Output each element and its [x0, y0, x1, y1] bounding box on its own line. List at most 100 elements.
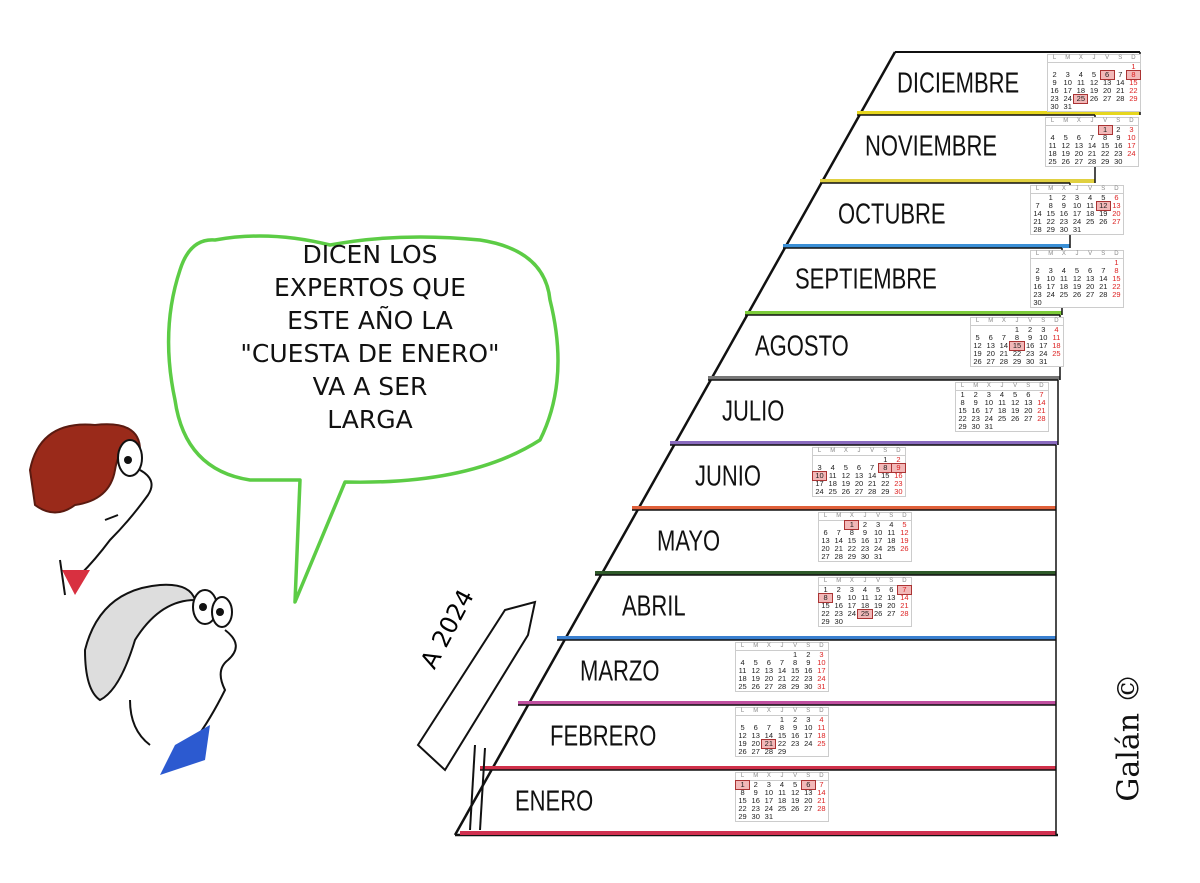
- calendar-day: 24: [764, 804, 774, 813]
- calendar-day: 22: [1012, 349, 1022, 358]
- calendar-day: 7: [836, 528, 841, 537]
- calendar-day: 9: [1035, 274, 1040, 283]
- calendar-day: 1: [793, 650, 798, 659]
- weekday-header: L: [975, 318, 980, 324]
- calendar-day: 3: [1074, 193, 1080, 202]
- calendar-day: 30: [860, 552, 870, 561]
- weekday-header: X: [1061, 251, 1066, 257]
- calendar-day: 8: [1103, 133, 1108, 142]
- weekday-header: D: [1129, 118, 1134, 124]
- calendar-day: 21: [834, 544, 843, 553]
- calendar-day: 9: [753, 788, 758, 797]
- weekday-header: M: [988, 318, 994, 324]
- speech-line: VA A SER: [312, 372, 428, 401]
- calendar-day: 4: [740, 658, 745, 667]
- calendar-day: 8: [779, 723, 785, 732]
- calendar-day: 28: [764, 747, 774, 756]
- calendar-day: 4: [1078, 70, 1083, 79]
- calendar-day: 20: [1074, 149, 1084, 158]
- calendar-day: 11: [828, 471, 837, 480]
- calendar-day: 3: [1129, 125, 1134, 134]
- year-sign: [416, 600, 537, 831]
- calendar-day: 3: [1048, 266, 1053, 275]
- calendar-day: 19: [873, 601, 883, 610]
- calendar-day: 18: [887, 536, 896, 545]
- calendar-day: 21: [900, 601, 909, 610]
- calendar-day: 31: [817, 682, 826, 691]
- weekday-header: M: [973, 383, 979, 389]
- calendar-day: 7: [1101, 266, 1106, 275]
- calendar-day: 7: [1118, 70, 1123, 79]
- speech-line: DICEN LOS: [302, 240, 438, 269]
- calendar-day: 19: [1072, 282, 1082, 291]
- calendar-day: 3: [849, 585, 854, 594]
- calendar-day: 16: [894, 471, 903, 480]
- calendar-day: 2: [753, 780, 758, 789]
- calendar-day: 24: [815, 487, 824, 496]
- calendar-day: 29: [1012, 357, 1022, 366]
- calendar-day: 23: [1059, 217, 1069, 226]
- calendar-day: 8: [1125, 70, 1142, 80]
- calendar-day: 11: [1076, 78, 1085, 87]
- calendar-day: 4: [1054, 325, 1059, 334]
- calendar-day: 13: [1102, 78, 1112, 87]
- calendar-day: 20: [821, 544, 830, 553]
- calendar-day: 7: [896, 585, 913, 595]
- calendar-day: 5: [793, 780, 798, 789]
- calendar-day: 12: [873, 593, 883, 602]
- calendar-day: 18: [738, 674, 747, 683]
- calendar-day: 16: [751, 796, 760, 805]
- calendar-day: 14: [1116, 78, 1125, 87]
- calendar-day: 30: [1033, 298, 1042, 307]
- calendar-day: 6: [1099, 70, 1115, 80]
- calendar-day: 14: [1037, 398, 1046, 407]
- month-label: NOVIEMBRE: [865, 129, 998, 163]
- weekday-header: V: [1028, 318, 1033, 324]
- calendar-day: 17: [815, 479, 824, 488]
- calendar-day: 26: [1072, 290, 1082, 299]
- calendar-day: 27: [751, 747, 760, 756]
- weekday-header: V: [876, 513, 881, 519]
- calendar-day: 9: [1052, 78, 1057, 87]
- calendar-day: 28: [817, 804, 826, 813]
- calendar-day: 20: [751, 739, 760, 748]
- calendar-day: 1: [1048, 193, 1053, 202]
- calendar-day: 10: [804, 723, 813, 732]
- weekday-header: S: [1101, 186, 1106, 192]
- weekday-header: D: [896, 448, 901, 454]
- calendar-day: 12: [973, 341, 982, 350]
- calendar-day: 6: [753, 723, 758, 732]
- calendar-day: 12: [1072, 274, 1082, 283]
- weekday-header: X: [766, 708, 771, 714]
- weekday-header: V: [793, 643, 798, 649]
- calendar-day: 8: [740, 788, 745, 797]
- calendar-day: 15: [790, 666, 800, 675]
- calendar-day: 25: [1052, 349, 1061, 358]
- weekday-header: X: [766, 643, 771, 649]
- calendar-day: 7: [779, 658, 785, 667]
- month-label: JUNIO: [695, 459, 761, 493]
- weekday-header: L: [1035, 186, 1040, 192]
- weekday-header: V: [793, 773, 798, 779]
- calendar-day: 22: [1100, 149, 1110, 158]
- calendar-day: 15: [1112, 274, 1121, 283]
- calendar-day: 12: [1010, 398, 1020, 407]
- weekday-header: V: [1105, 55, 1110, 61]
- calendar-day: 5: [975, 333, 980, 342]
- calendar-day: 4: [862, 585, 868, 594]
- calendar-day: 26: [790, 804, 800, 813]
- calendar-day: 22: [790, 674, 800, 683]
- calendar-day: 28: [1099, 290, 1108, 299]
- calendar-day: 14: [817, 788, 826, 797]
- calendar-day: 18: [997, 406, 1007, 415]
- speech-line: EXPERTOS QUE: [274, 273, 466, 302]
- calendar-day: 9: [836, 593, 841, 602]
- calendar-day: 30: [751, 812, 760, 821]
- calendar-day: 14: [1099, 274, 1108, 283]
- calendar-day: 4: [819, 715, 824, 724]
- calendar-day: 3: [817, 463, 822, 472]
- calendar-day: 3: [986, 390, 991, 399]
- weekday-header: D: [819, 643, 824, 649]
